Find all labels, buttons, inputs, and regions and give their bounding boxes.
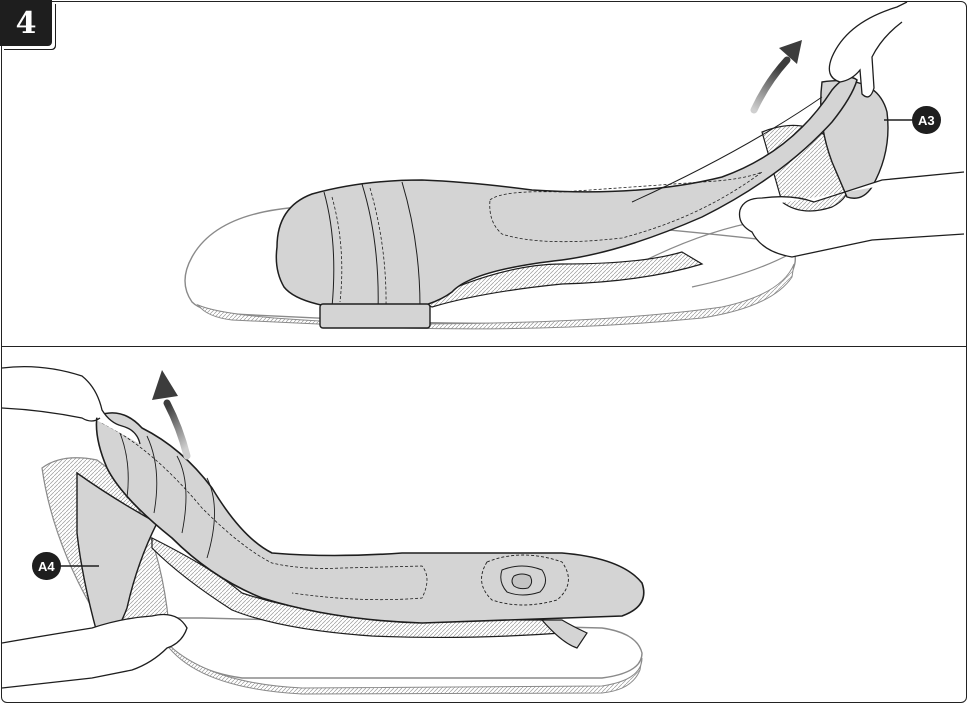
seat-cushion-cover — [96, 413, 643, 648]
up-arrow-icon — [754, 40, 802, 110]
front-strap — [320, 304, 430, 328]
panel-bottom-remove-seat-cover: A4 — [2, 348, 966, 703]
panel-divider — [1, 346, 967, 347]
callout-a3: A3 — [912, 106, 941, 134]
panel-top-remove-back-cover: A3 — [2, 2, 966, 345]
callout-a4: A4 — [32, 552, 61, 580]
illustration-bottom — [2, 348, 966, 703]
illustration-top — [2, 2, 966, 345]
